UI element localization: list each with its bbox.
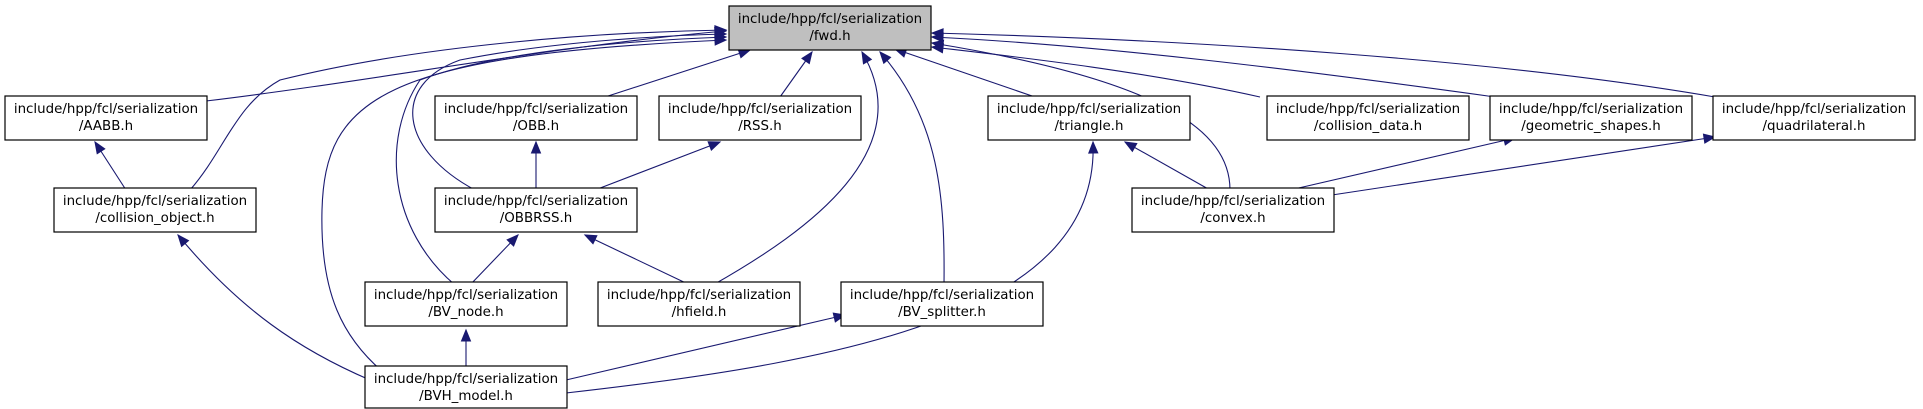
edge-obbrss-to-rss <box>594 141 721 191</box>
node-bv-splitter[interactable]: include/hpp/fcl/serialization/BV_splitte… <box>840 281 1044 327</box>
node-path-label: include/hpp/fcl/serialization <box>374 288 558 303</box>
node-box <box>4 95 208 141</box>
node-path-label: include/hpp/fcl/serialization <box>850 288 1034 303</box>
arrowhead-icon <box>583 234 598 245</box>
node-box <box>597 281 801 327</box>
node-path-label: include/hpp/fcl/serialization <box>668 102 852 117</box>
arrowhead-icon <box>707 141 722 152</box>
node-box <box>434 187 638 233</box>
edge-triangle-to-fwd <box>894 48 1036 98</box>
node-box <box>987 95 1191 141</box>
node-file-label: /BVH_model.h <box>419 389 513 404</box>
node-path-label: include/hpp/fcl/serialization <box>607 288 791 303</box>
node-obbrss[interactable]: include/hpp/fcl/serialization/OBBRSS.h <box>434 187 638 233</box>
node-aabb[interactable]: include/hpp/fcl/serialization/AABB.h <box>4 95 208 141</box>
node-box <box>434 95 638 141</box>
node-file-label: /convex.h <box>1200 211 1265 226</box>
node-geometric-shapes[interactable]: include/hpp/fcl/serialization/geometric_… <box>1489 95 1693 141</box>
node-box <box>728 5 932 51</box>
arrowhead-icon <box>1702 133 1717 144</box>
node-box <box>658 95 862 141</box>
arrowhead-icon <box>506 234 519 247</box>
arrowhead-icon <box>1088 140 1099 154</box>
node-collision-object[interactable]: include/hpp/fcl/serialization/collision_… <box>53 187 257 233</box>
arrowhead-icon <box>801 50 813 65</box>
node-file-label: /collision_object.h <box>95 211 214 226</box>
node-path-label: include/hpp/fcl/serialization <box>63 194 247 209</box>
node-fwd[interactable]: include/hpp/fcl/serialization/fwd.h <box>728 5 932 51</box>
node-hfield[interactable]: include/hpp/fcl/serialization/hfield.h <box>597 281 801 327</box>
edge-convex-to-triangle <box>1124 141 1211 191</box>
node-file-label: /quadrilateral.h <box>1762 119 1865 134</box>
arrowhead-icon <box>1123 141 1138 153</box>
edge-obb-to-fwd <box>604 49 751 98</box>
node-box <box>1266 95 1470 141</box>
edge-aabb-to-fwd <box>205 30 727 102</box>
edge-bv-splitter-to-fwd <box>879 51 945 286</box>
node-file-label: /collision_data.h <box>1314 119 1422 134</box>
node-path-label: include/hpp/fcl/serialization <box>444 194 628 209</box>
edge-collision-object-to-fwd <box>189 29 727 191</box>
node-box <box>364 281 568 327</box>
node-file-label: /RSS.h <box>738 119 782 134</box>
node-collision-data[interactable]: include/hpp/fcl/serialization/collision_… <box>1266 95 1470 141</box>
arrowhead-icon <box>930 39 945 51</box>
edge-convex-to-geometric-shapes <box>1289 137 1516 191</box>
node-path-label: include/hpp/fcl/serialization <box>374 372 558 387</box>
arrowhead-icon <box>460 328 472 342</box>
edge-bvh-model-to-triangle <box>565 141 1094 394</box>
node-file-label: /BV_splitter.h <box>898 305 986 320</box>
node-file-label: /geometric_shapes.h <box>1521 119 1660 134</box>
edge-collision-data-to-fwd <box>931 46 1261 98</box>
edge-bv-node-to-obbrss <box>469 234 519 286</box>
node-file-label: /fwd.h <box>809 29 850 44</box>
node-layer: include/hpp/fcl/serialization/fwd.hinclu… <box>4 5 1916 409</box>
node-path-label: include/hpp/fcl/serialization <box>1141 194 1325 209</box>
arrowhead-icon <box>861 50 873 65</box>
arrowhead-icon <box>94 140 106 155</box>
node-path-label: include/hpp/fcl/serialization <box>1722 102 1906 117</box>
arrowhead-icon <box>714 35 728 46</box>
node-file-label: /AABB.h <box>79 119 133 134</box>
node-obb[interactable]: include/hpp/fcl/serialization/OBB.h <box>434 95 638 141</box>
node-file-label: /BV_node.h <box>428 305 503 320</box>
edge-hfield-to-obbrss <box>584 234 691 286</box>
edge-layer <box>94 24 1717 394</box>
node-path-label: include/hpp/fcl/serialization <box>738 12 922 27</box>
node-path-label: include/hpp/fcl/serialization <box>1276 102 1460 117</box>
node-box <box>364 365 568 409</box>
node-box <box>1712 95 1916 141</box>
edge-hfield-to-fwd <box>712 51 879 286</box>
node-convex[interactable]: include/hpp/fcl/serialization/convex.h <box>1131 187 1335 233</box>
edge-obbrss-to-fwd <box>412 33 727 191</box>
node-file-label: /OBB.h <box>513 119 559 134</box>
node-box <box>840 281 1044 327</box>
arrowhead-icon <box>879 50 892 65</box>
node-path-label: include/hpp/fcl/serialization <box>444 102 628 117</box>
node-triangle[interactable]: include/hpp/fcl/serialization/triangle.h <box>987 95 1191 141</box>
edge-geometric-shapes-to-fwd <box>931 36 1496 98</box>
node-box <box>53 187 257 233</box>
node-rss[interactable]: include/hpp/fcl/serialization/RSS.h <box>658 95 862 141</box>
edge-convex-to-quadrilateral <box>1331 136 1716 196</box>
node-file-label: /OBBRSS.h <box>500 211 572 226</box>
node-quadrilateral[interactable]: include/hpp/fcl/serialization/quadrilate… <box>1712 95 1916 141</box>
arrowhead-icon <box>530 140 542 154</box>
node-path-label: include/hpp/fcl/serialization <box>14 102 198 117</box>
node-file-label: /triangle.h <box>1055 119 1124 134</box>
node-box <box>1489 95 1693 141</box>
edge-quadrilateral-to-fwd <box>931 32 1716 98</box>
node-bv-node[interactable]: include/hpp/fcl/serialization/BV_node.h <box>364 281 568 327</box>
arrowhead-icon <box>930 28 944 39</box>
node-box <box>1131 187 1335 233</box>
node-path-label: include/hpp/fcl/serialization <box>1499 102 1683 117</box>
node-path-label: include/hpp/fcl/serialization <box>997 102 1181 117</box>
node-file-label: /hfield.h <box>672 305 727 320</box>
edge-bvh-model-to-collision-object <box>177 234 371 381</box>
edge-bvh-model-to-fwd <box>321 39 727 381</box>
node-bvh-model[interactable]: include/hpp/fcl/serialization/BVH_model.… <box>364 365 568 409</box>
arrowhead-icon <box>177 233 190 248</box>
